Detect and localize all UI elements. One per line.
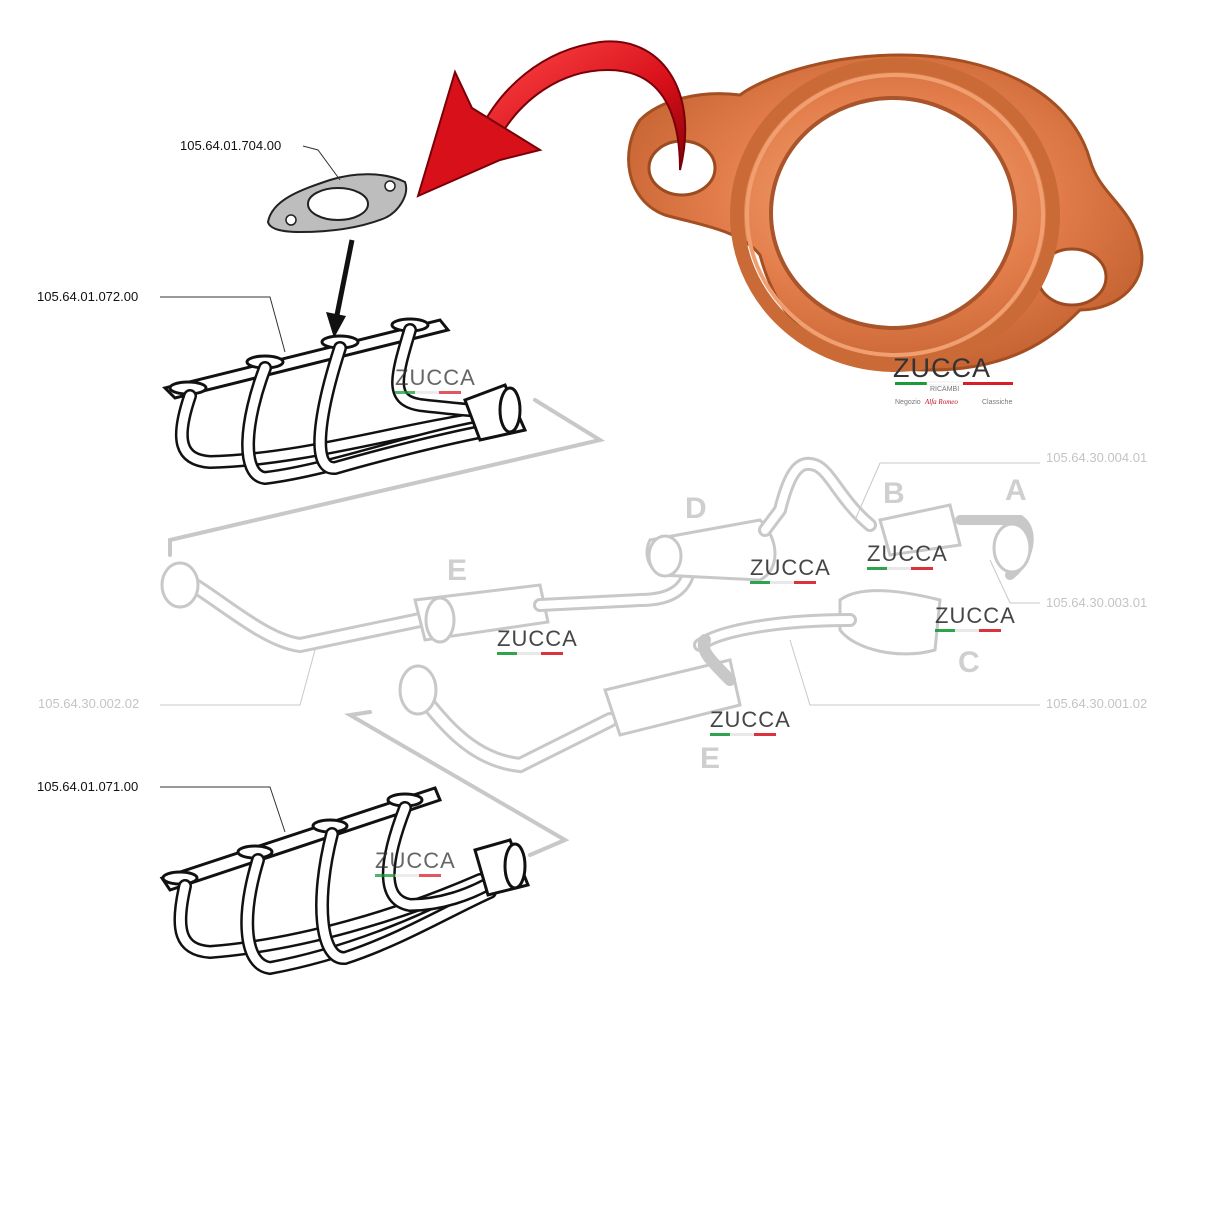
manifold-lower-drawing <box>159 786 531 976</box>
watermark-manifold-lower <box>375 848 456 877</box>
watermark-tagline-brand: Alfa Romeo <box>924 398 958 406</box>
manifold-upper-drawing <box>162 317 528 486</box>
leader-lines <box>160 145 1040 833</box>
watermark-gasket: ZUCCA RICAMBI Negozio Alfa Romeo Classic… <box>893 353 1013 406</box>
section-letter-d: D <box>685 492 707 525</box>
callout-gasket: 105.64.01.704.00 <box>180 138 281 153</box>
watermark-muffler-d <box>750 555 831 584</box>
watermark-manifold-upper <box>395 365 476 394</box>
callout-manifold-upper: 105.64.01.072.00 <box>37 289 138 304</box>
watermark-pipe-b <box>867 541 948 570</box>
section-letter-e-lower: E <box>700 742 720 775</box>
gasket-drawing <box>266 173 408 338</box>
callout-pipe-e: 105.64.30.002.02 <box>38 696 139 711</box>
section-letter-e-upper: E <box>447 554 467 587</box>
watermark-tagline-post: Classiche <box>982 399 1012 406</box>
section-letter-b: B <box>883 477 905 510</box>
callout-pipe-a: 105.64.30.003.01 <box>1046 595 1147 610</box>
watermark-pipe-e-lower <box>710 707 791 736</box>
callout-pipe-b: 105.64.30.004.01 <box>1046 450 1147 465</box>
watermark-pipe-e-upper <box>497 626 578 655</box>
watermark-sub: RICAMBI <box>930 386 959 393</box>
copper-gasket-photo <box>627 53 1144 372</box>
section-letter-c: C <box>958 646 980 679</box>
watermark-tagline-pre: Negozio <box>895 399 921 406</box>
section-letter-a: A <box>1005 474 1027 507</box>
callout-manifold-lower: 105.64.01.071.00 <box>37 779 138 794</box>
watermark-brand: ZUCCA <box>893 353 991 383</box>
callout-pipe-c: 105.64.30.001.02 <box>1046 696 1147 711</box>
watermark-muffler-c <box>935 603 1016 632</box>
red-curved-arrow <box>416 40 687 198</box>
exhaust-system-drawing <box>160 398 1034 857</box>
